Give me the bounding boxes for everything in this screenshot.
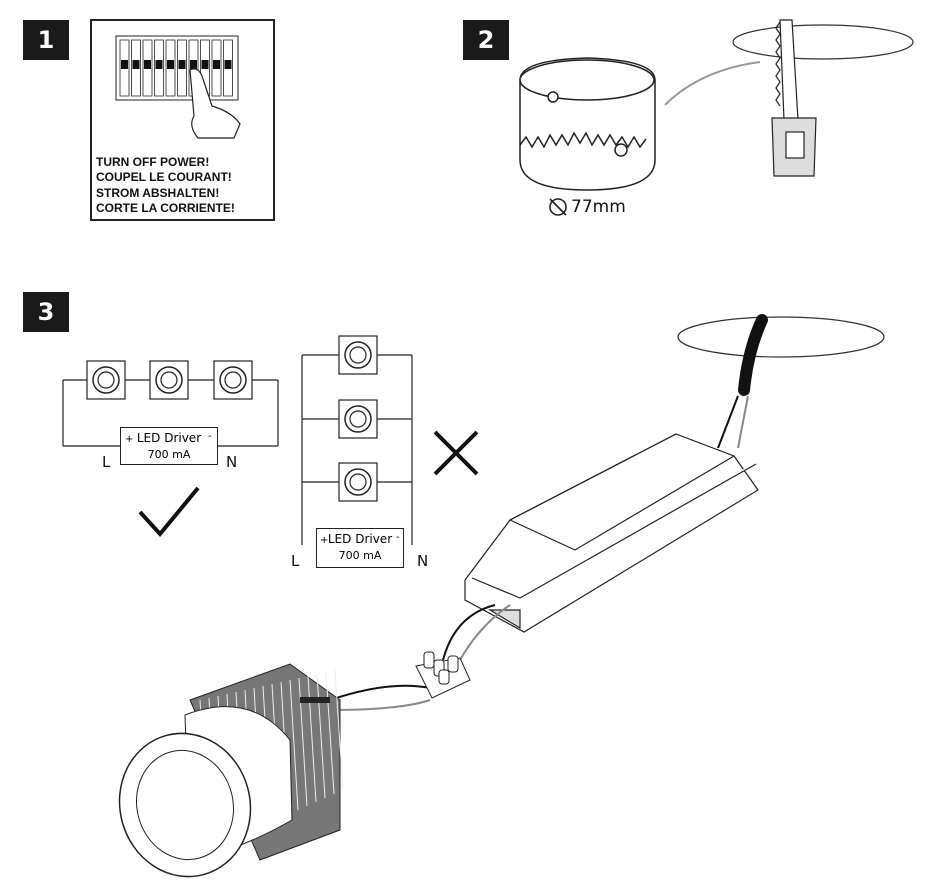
ceiling-cutout-icon <box>677 316 885 358</box>
led-driver-box: LED Driver 700 mA <box>120 427 218 465</box>
driver-current: 700 mA <box>338 549 382 562</box>
wrong-wiring-diagram <box>301 335 413 545</box>
drywall-saw-icon <box>771 19 817 177</box>
live-terminal-label: L <box>291 552 300 570</box>
step-1-panel: TURN OFF POWER! COUPEL LE COURANT! STROM… <box>90 19 275 221</box>
step-number: 2 <box>477 26 495 54</box>
minus-sign: - <box>396 532 400 543</box>
step-number: 1 <box>37 26 55 54</box>
led-module-icon <box>118 663 344 878</box>
warning-text: TURN OFF POWER! <box>96 155 210 169</box>
driver-current: 700 mA <box>147 448 191 461</box>
step-1-badge: 1 <box>23 20 69 60</box>
warning-text: CORTE LA CORRIENTE! <box>96 201 235 215</box>
step-2-badge: 2 <box>463 20 509 60</box>
live-terminal-label: L <box>102 453 111 471</box>
minus-sign: - <box>208 431 212 442</box>
led-spot-icon <box>338 462 378 502</box>
breaker-panel-icon <box>115 35 241 139</box>
led-spot-icon <box>338 399 378 439</box>
led-driver-unit <box>464 433 759 633</box>
cross-icon <box>433 430 479 476</box>
driver-name: LED Driver <box>327 532 393 546</box>
led-spot-icon <box>86 360 126 400</box>
checkmark-icon <box>138 486 200 538</box>
step-3-badge: 3 <box>23 292 69 332</box>
ceiling-cutout-icon <box>732 24 914 60</box>
plus-sign: + <box>320 535 329 546</box>
hole-saw-icon <box>519 57 656 191</box>
led-spot-icon <box>338 335 378 375</box>
hole-diameter-label: 77mm <box>571 197 626 217</box>
hand-icon <box>189 68 241 139</box>
diameter-icon <box>549 198 567 216</box>
correct-wiring-diagram <box>62 360 279 447</box>
warning-text: COUPEL LE COURANT! <box>96 170 232 184</box>
terminal-block-icon <box>415 651 471 699</box>
led-spot-icon <box>213 360 253 400</box>
neutral-terminal-label: N <box>417 552 429 570</box>
plus-sign: + <box>125 434 134 445</box>
neutral-terminal-label: N <box>226 453 238 471</box>
step-number: 3 <box>37 298 55 326</box>
leader-line <box>664 61 761 106</box>
mains-cable <box>738 314 768 396</box>
warning-text: STROM ABSHALTEN! <box>96 186 220 200</box>
driver-name: LED Driver <box>136 431 202 445</box>
led-driver-box: LED Driver 700 mA <box>316 528 404 568</box>
led-spot-icon <box>149 360 189 400</box>
